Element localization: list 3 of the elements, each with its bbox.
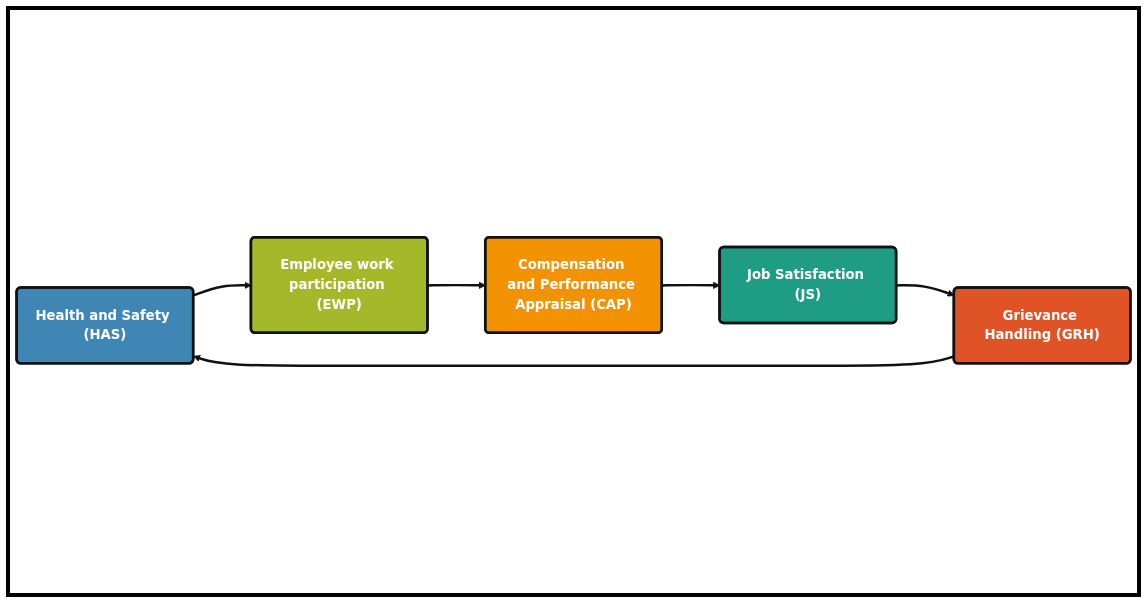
frame-border: Health and Safety (HAS) Employee work participation (EWP) Compensation and Performance Appraisal (CAP) Job Satisfaction (JS) Grievance Handling (GRH) — [6, 6, 1141, 597]
arrow — [896, 284, 955, 297]
arrow — [427, 281, 486, 289]
